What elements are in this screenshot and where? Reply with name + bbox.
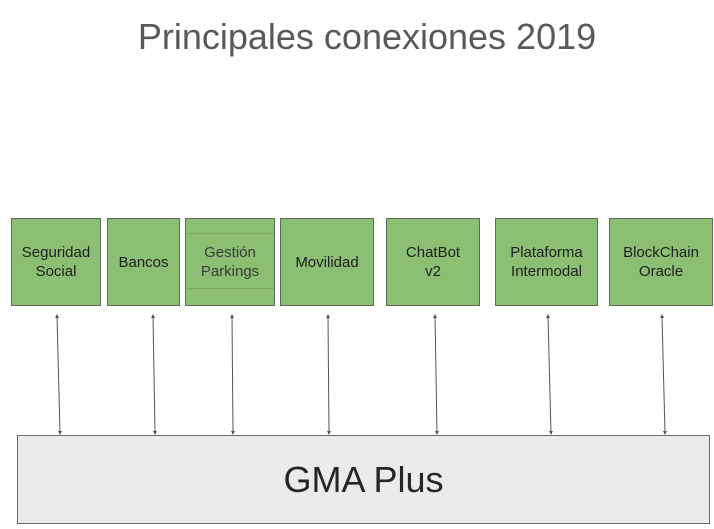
node-chatbot-v2: ChatBot v2 — [386, 218, 480, 306]
node-label: ChatBot v2 — [405, 244, 461, 280]
node-blockchain-oracle: BlockChain Oracle — [609, 218, 713, 306]
connector-movilidad — [326, 314, 331, 435]
diagram-title: Principales conexiones 2019 — [137, 16, 597, 57]
platform-gma-plus: GMA Plus — [17, 435, 710, 524]
connector-plataforma-intermodal — [546, 314, 553, 435]
node-label: Bancos — [118, 253, 169, 271]
node-gestion-parkings: Gestión Parkings — [185, 218, 275, 306]
connector-seguridad-social — [55, 314, 62, 435]
node-label: Plataforma Intermodal — [510, 244, 583, 280]
platform-label: GMA Plus — [283, 458, 444, 500]
node-seguridad-social: Seguridad Social — [11, 218, 101, 306]
connector-gestion-parkings — [230, 314, 235, 435]
node-label: Gestión Parkings — [200, 244, 260, 280]
node-plataforma-intermodal: Plataforma Intermodal — [495, 218, 598, 306]
node-label: BlockChain Oracle — [623, 244, 699, 280]
node-movilidad: Movilidad — [280, 218, 374, 306]
node-bancos: Bancos — [107, 218, 180, 306]
connector-chatbot-v2 — [433, 314, 439, 435]
node-label: Seguridad Social — [21, 244, 91, 280]
connector-blockchain-oracle — [660, 314, 667, 435]
node-label: Movilidad — [295, 253, 359, 271]
connector-bancos — [151, 314, 157, 435]
